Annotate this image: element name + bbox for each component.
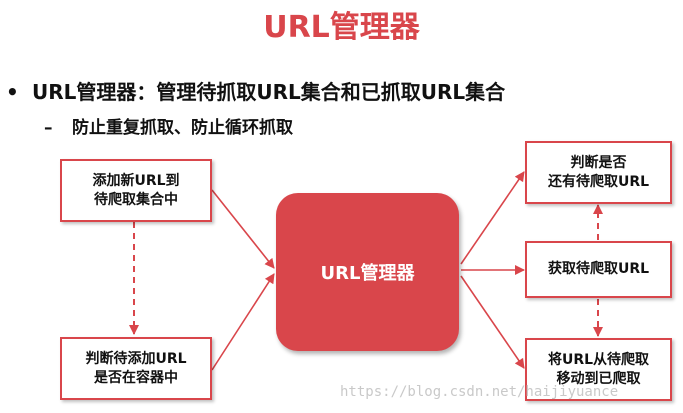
arrow-check-to-center [211,273,275,371]
box-check-in-container-label: 判断待添加URL 是否在容器中 [85,350,187,386]
box-get-pending-url: 获取待爬取URL [525,241,672,298]
sub-bullet-marker: – [44,118,53,138]
arrow-add-to-center [211,189,275,269]
box-move-to-crawled-label: 将URL从待爬取 移动到已爬取 [547,351,650,387]
bullet-marker: • [6,80,19,104]
watermark: https://blog.csdn.net/haijiyuance [340,384,619,400]
arrow-center-to-move [460,275,525,369]
main-bullet: • URL管理器：管理待抓取URL集合和已抓取URL集合 [6,76,505,105]
box-has-pending-url: 判断是否 还有待爬取URL [525,141,672,204]
box-has-pending-url-label: 判断是否 还有待爬取URL [547,154,650,190]
box-add-new-url: 添加新URL到 待爬取集合中 [60,159,212,222]
arrow-center-to-has-pending [460,171,525,265]
box-add-new-url-label: 添加新URL到 待爬取集合中 [92,172,180,208]
sub-bullet-text: 防止重复抓取、防止循环抓取 [72,118,293,138]
box-check-in-container: 判断待添加URL 是否在容器中 [60,337,212,400]
center-url-manager-label: URL管理器 [320,263,415,284]
slide-title: URL管理器 [263,10,420,45]
main-bullet-text: URL管理器：管理待抓取URL集合和已抓取URL集合 [32,80,506,104]
box-move-to-crawled: 将URL从待爬取 移动到已爬取 [525,338,672,401]
center-url-manager: URL管理器 [276,193,459,351]
box-get-pending-url-label: 获取待爬取URL [547,261,650,277]
sub-bullet: –防止重复抓取、防止循环抓取 [44,113,293,138]
